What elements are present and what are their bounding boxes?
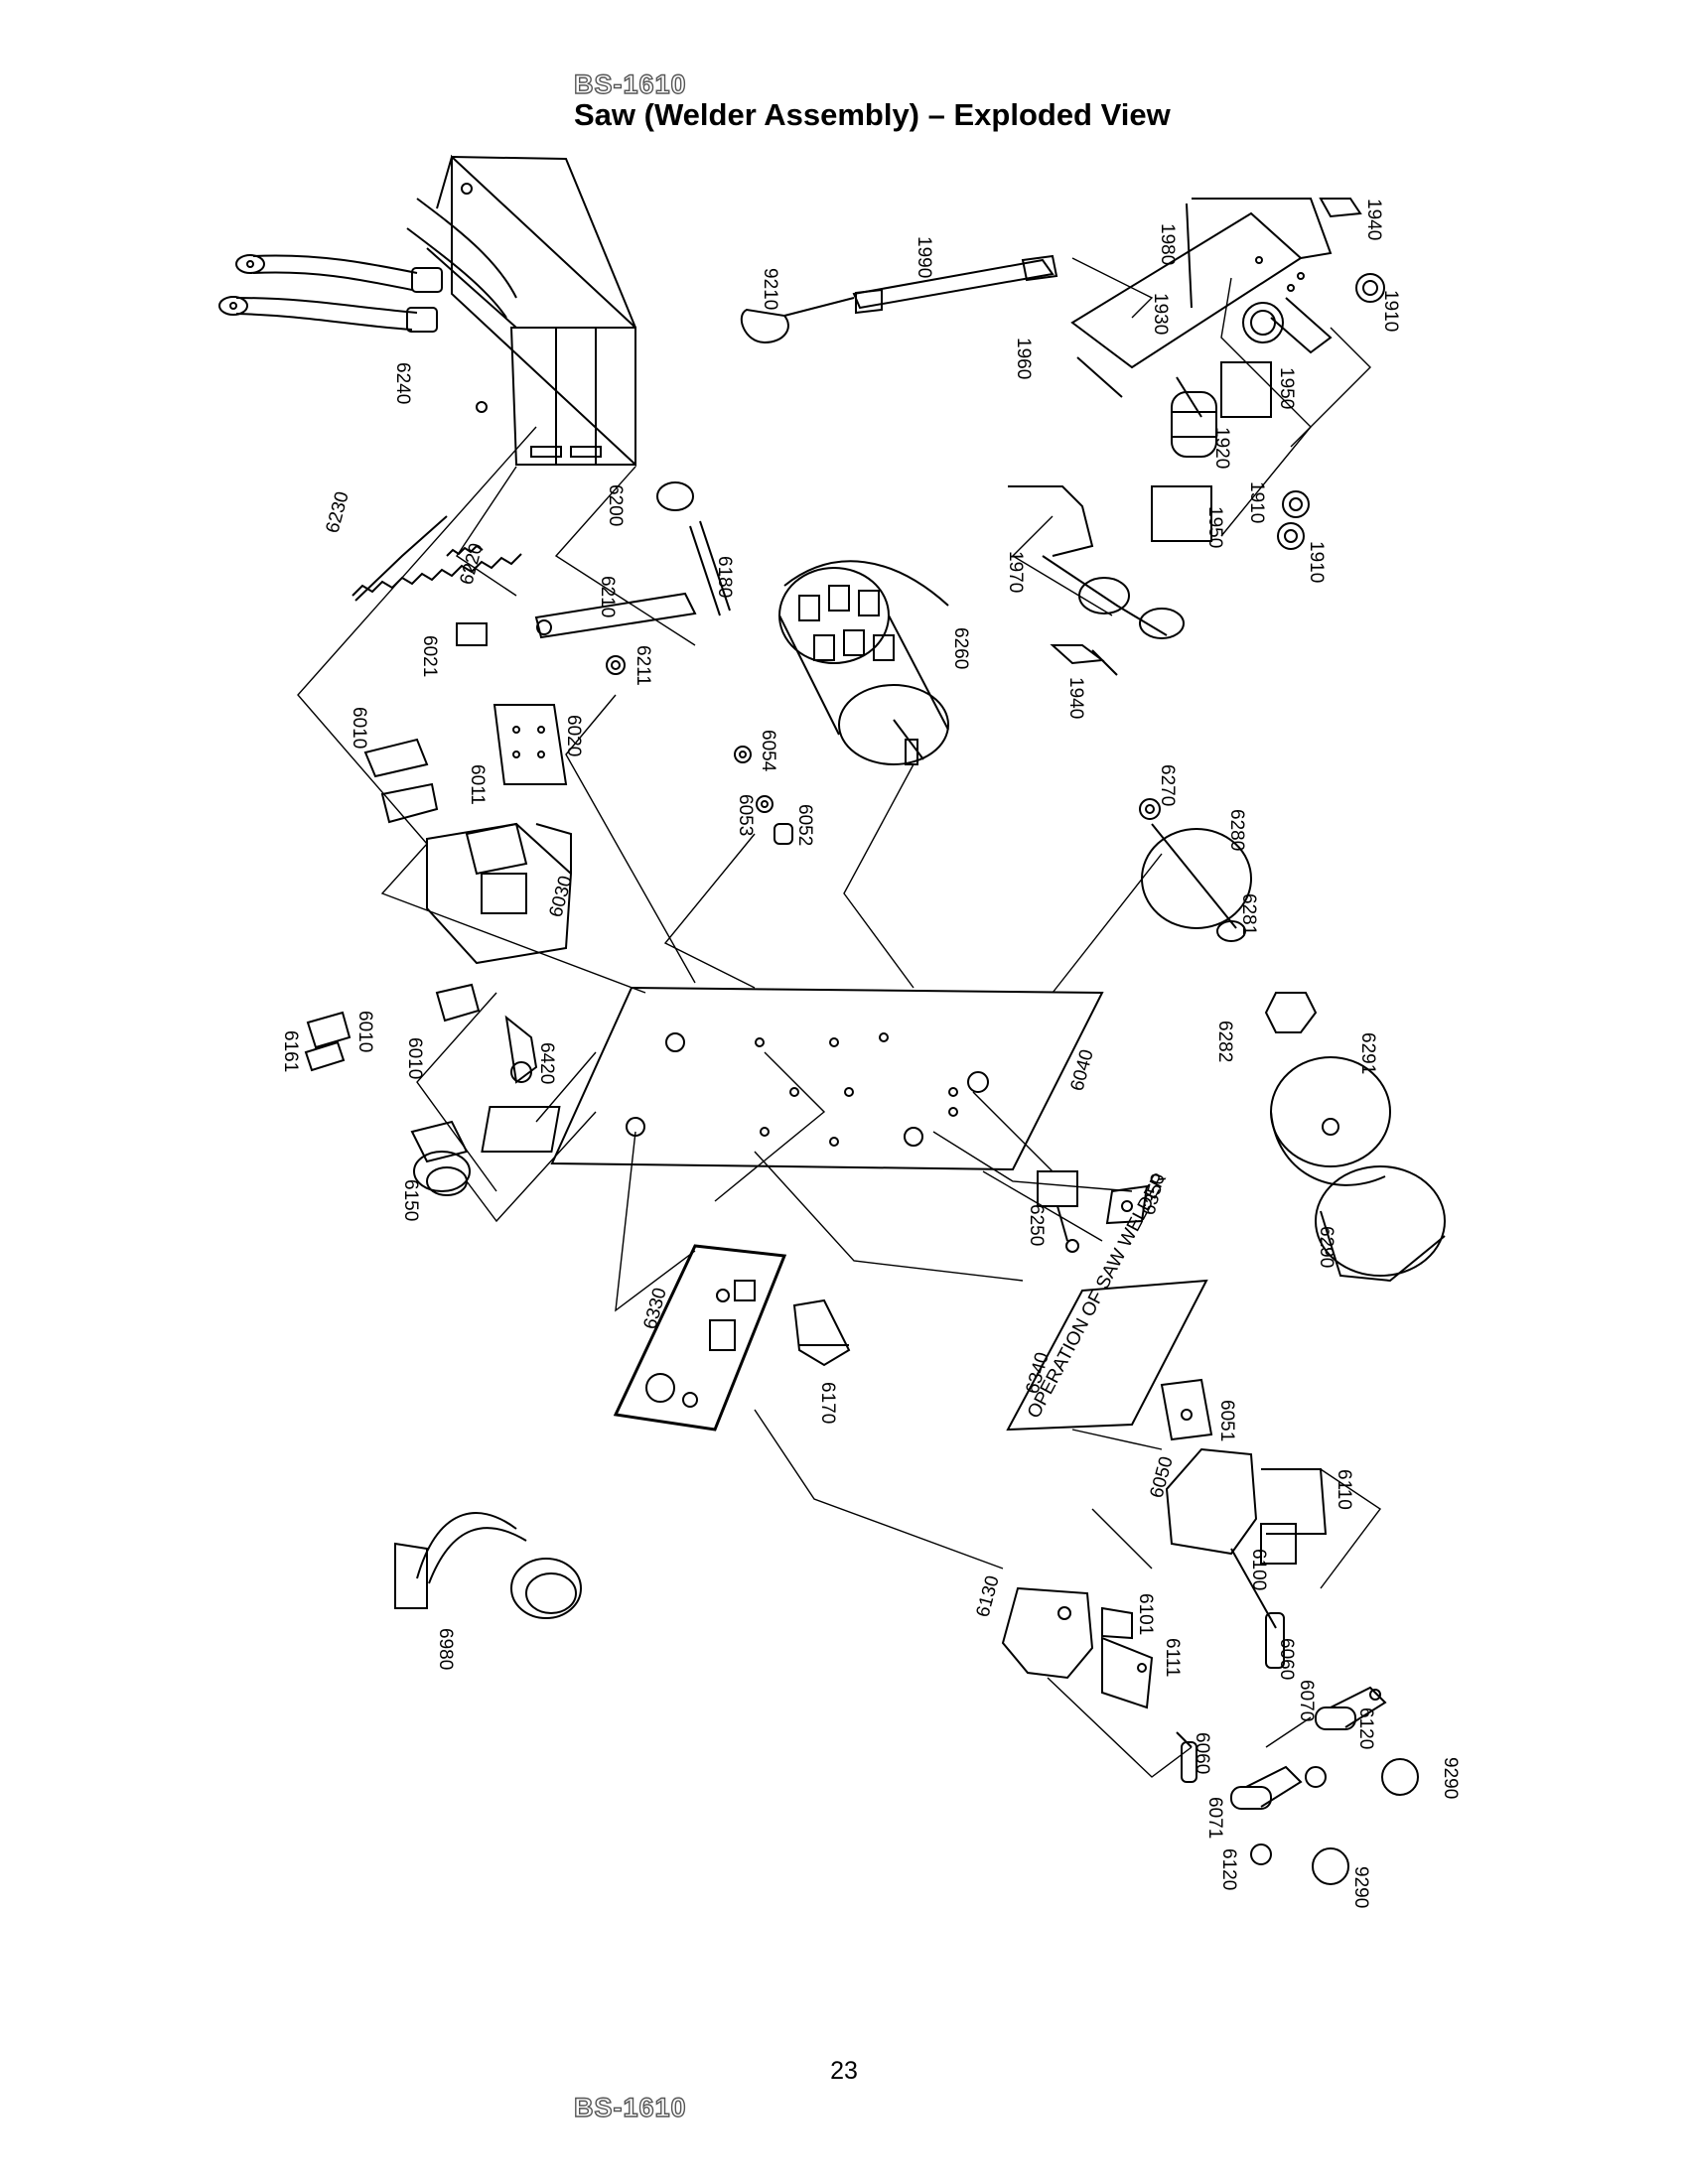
label-plate-6340 [1006, 1279, 1208, 1432]
switch-assembly-6030 [363, 738, 573, 965]
footer-model: BS-1610 [573, 2092, 687, 2122]
label-6161: 6161 [280, 1030, 301, 1072]
faceplate-6330 [613, 1244, 787, 1432]
label-6230: 6230 [323, 489, 353, 535]
label-6130: 6130 [973, 1573, 1004, 1619]
lever-6210 [534, 481, 731, 675]
lever-6071 [1230, 1765, 1349, 1885]
transformer-6240 [218, 154, 636, 468]
label-1910a: 1910 [1380, 290, 1401, 332]
label-6290: 6290 [1316, 1226, 1336, 1268]
label-6010b: 6010 [354, 1011, 375, 1052]
label-1960: 1960 [1013, 338, 1034, 379]
label-6011: 6011 [467, 764, 488, 805]
pulley-assembly-6280 [1139, 798, 1446, 1283]
bracket-6021 [456, 622, 568, 785]
label-6210: 6210 [597, 576, 618, 617]
lever-6070 [1305, 1686, 1419, 1796]
label-6020: 6020 [563, 715, 584, 756]
cable-6980 [394, 1512, 582, 1619]
label-1950a: 1950 [1276, 367, 1297, 409]
bracket-6130 [1001, 1586, 1197, 1783]
label-1990: 1990 [914, 236, 934, 278]
label-6110: 6110 [1334, 1469, 1354, 1510]
label-6240: 6240 [392, 362, 413, 404]
label-6420: 6420 [536, 1042, 557, 1084]
label-6052: 6052 [794, 804, 815, 846]
label-6054: 6054 [758, 730, 778, 772]
label-9210: 9210 [760, 268, 780, 310]
label-1940b: 1940 [1065, 677, 1086, 719]
label-1950b: 1950 [1204, 506, 1225, 548]
handle-9210 [740, 254, 1058, 344]
label-6150: 6150 [400, 1179, 421, 1221]
label-9290b: 9290 [1350, 1866, 1371, 1908]
label-6170: 6170 [817, 1382, 838, 1424]
label-6211: 6211 [633, 645, 653, 686]
switch-6010-left [304, 983, 538, 1196]
label-6071: 6071 [1204, 1797, 1225, 1839]
label-6180: 6180 [714, 556, 735, 598]
label-6280: 6280 [1226, 809, 1247, 851]
label-1970: 1970 [1005, 551, 1026, 593]
label-6200: 6200 [605, 484, 626, 526]
label-6060b: 6060 [1192, 1732, 1212, 1774]
label-1980: 1980 [1157, 223, 1178, 265]
label-1920: 1920 [1211, 427, 1232, 469]
page-number: 23 [830, 2057, 858, 2085]
label-6282: 6282 [1214, 1021, 1235, 1062]
label-6021: 6021 [419, 635, 440, 677]
label-1910b: 1910 [1246, 481, 1267, 523]
header-model: BS-1610 [573, 68, 687, 99]
label-1940a: 1940 [1363, 199, 1384, 240]
label-6101: 6101 [1135, 1593, 1156, 1635]
label-6291: 6291 [1357, 1032, 1378, 1074]
page-title: Saw (Welder Assembly) – Exploded View [574, 97, 1171, 132]
label-6053: 6053 [735, 794, 756, 836]
label-6350: 6350 [1139, 1171, 1170, 1217]
knob-6170 [792, 1298, 851, 1367]
label-6010c: 6010 [404, 1037, 425, 1079]
part-labels: 1940 1980 1990 9210 1910 1930 1960 1950 … [280, 199, 1461, 1908]
label-6980: 6980 [435, 1628, 456, 1670]
label-6120b: 6120 [1218, 1848, 1239, 1890]
spring-6230 [352, 515, 522, 602]
bracket-assembly-1960-1980 [1008, 198, 1385, 676]
toggle-6250 [1037, 1170, 1149, 1253]
bracket-6050 [1160, 1378, 1328, 1669]
label-6220: 6220 [457, 541, 488, 587]
label-6260: 6260 [950, 627, 971, 669]
label-6051: 6051 [1216, 1400, 1237, 1441]
motor-6260 [778, 560, 949, 765]
label-1910c: 1910 [1306, 541, 1327, 583]
label-6120a: 6120 [1355, 1707, 1376, 1749]
label-6010a: 6010 [349, 707, 369, 749]
label-6060a: 6060 [1276, 1638, 1297, 1680]
label-6030: 6030 [546, 874, 577, 919]
label-6050: 6050 [1147, 1454, 1178, 1500]
label-6281: 6281 [1238, 893, 1259, 935]
main-panel-6040 [481, 986, 1104, 1171]
label-1930: 1930 [1150, 293, 1171, 335]
label-6250: 6250 [1026, 1204, 1047, 1246]
label-6270: 6270 [1157, 764, 1178, 806]
label-6111: 6111 [1162, 1638, 1183, 1677]
label-6070: 6070 [1296, 1680, 1317, 1721]
label-6100: 6100 [1248, 1549, 1269, 1590]
bushings-6052 [734, 746, 793, 845]
label-9290a: 9290 [1440, 1757, 1461, 1799]
